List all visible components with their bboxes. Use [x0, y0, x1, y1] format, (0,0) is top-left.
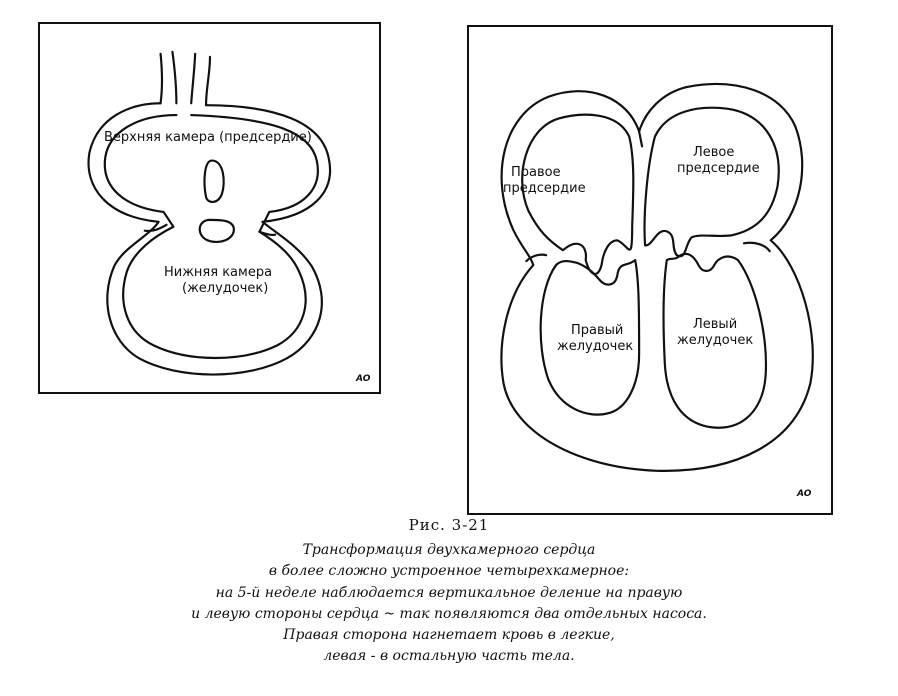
- septum-notch: [638, 130, 644, 148]
- left-atrium-label-line1: Левое: [693, 145, 735, 160]
- left-valve-hook: [143, 223, 168, 233]
- lower-opening: [198, 218, 235, 244]
- artist-signature: AO: [797, 489, 812, 499]
- right-ventricle-wall: [539, 259, 641, 416]
- left-atrium-label-line2: предсердие: [677, 161, 760, 176]
- right-valve-hook: [258, 230, 277, 237]
- vessel-right: [204, 55, 212, 107]
- left-ventricle-label-line2: желудочек: [677, 333, 754, 348]
- right-valve-hook: [525, 253, 548, 263]
- vessel-left: [159, 52, 164, 105]
- two-chamber-heart-drawing: [87, 50, 332, 376]
- lower-chamber-label-line1: Нижняя камера: [164, 265, 273, 280]
- right-ventricle-label-line1: Правый: [571, 323, 624, 338]
- left-valve-hook: [742, 241, 771, 253]
- heart-outer-wall: [500, 83, 814, 472]
- two-chamber-heart-figure: Верхняя камера (предсердие) Нижняя камер…: [38, 22, 381, 394]
- caption-line: Трансформация двухкамерного сердца: [302, 542, 596, 558]
- upper-opening: [203, 159, 225, 204]
- caption-line: Правая сторона нагнетает кровь в легкие,: [283, 627, 615, 644]
- caption-line: на 5-й неделе наблюдается вертикальное д…: [215, 584, 683, 601]
- heart-inner-wall: [103, 114, 319, 360]
- four-chamber-heart-figure: Правое предсердие Левое предсердие Правы…: [467, 25, 833, 515]
- right-atrium-label-line2: предсердие: [503, 181, 586, 196]
- left-atrium-wall: [643, 106, 780, 258]
- caption-line: и левую стороны сердца ~ так появляются …: [191, 605, 707, 622]
- vessel-left-inner: [171, 50, 178, 105]
- artist-signature: AO: [356, 374, 371, 384]
- caption-line: в более сложно устроенное четырехкамерно…: [268, 563, 630, 580]
- caption-line: левая - в остальную часть тела.: [323, 648, 575, 665]
- lower-chamber-label-line2: (желудочек): [182, 281, 269, 296]
- figure-number: Рис. 3-21: [408, 516, 490, 534]
- left-ventricle-wall: [662, 252, 768, 429]
- right-ventricle-label-line2: желудочек: [557, 339, 634, 354]
- vessel-right-inner: [190, 52, 197, 105]
- four-chamber-heart-drawing: [500, 83, 814, 472]
- figure-caption: Трансформация двухкамерного сердца в бол…: [0, 540, 898, 668]
- right-atrium-wall: [521, 113, 635, 276]
- left-ventricle-label-line1: Левый: [693, 317, 738, 332]
- right-atrium-label-line1: Правое: [511, 165, 561, 180]
- upper-chamber-label: Верхняя камера (предсердие): [104, 130, 312, 145]
- heart-outer-wall: [87, 102, 332, 376]
